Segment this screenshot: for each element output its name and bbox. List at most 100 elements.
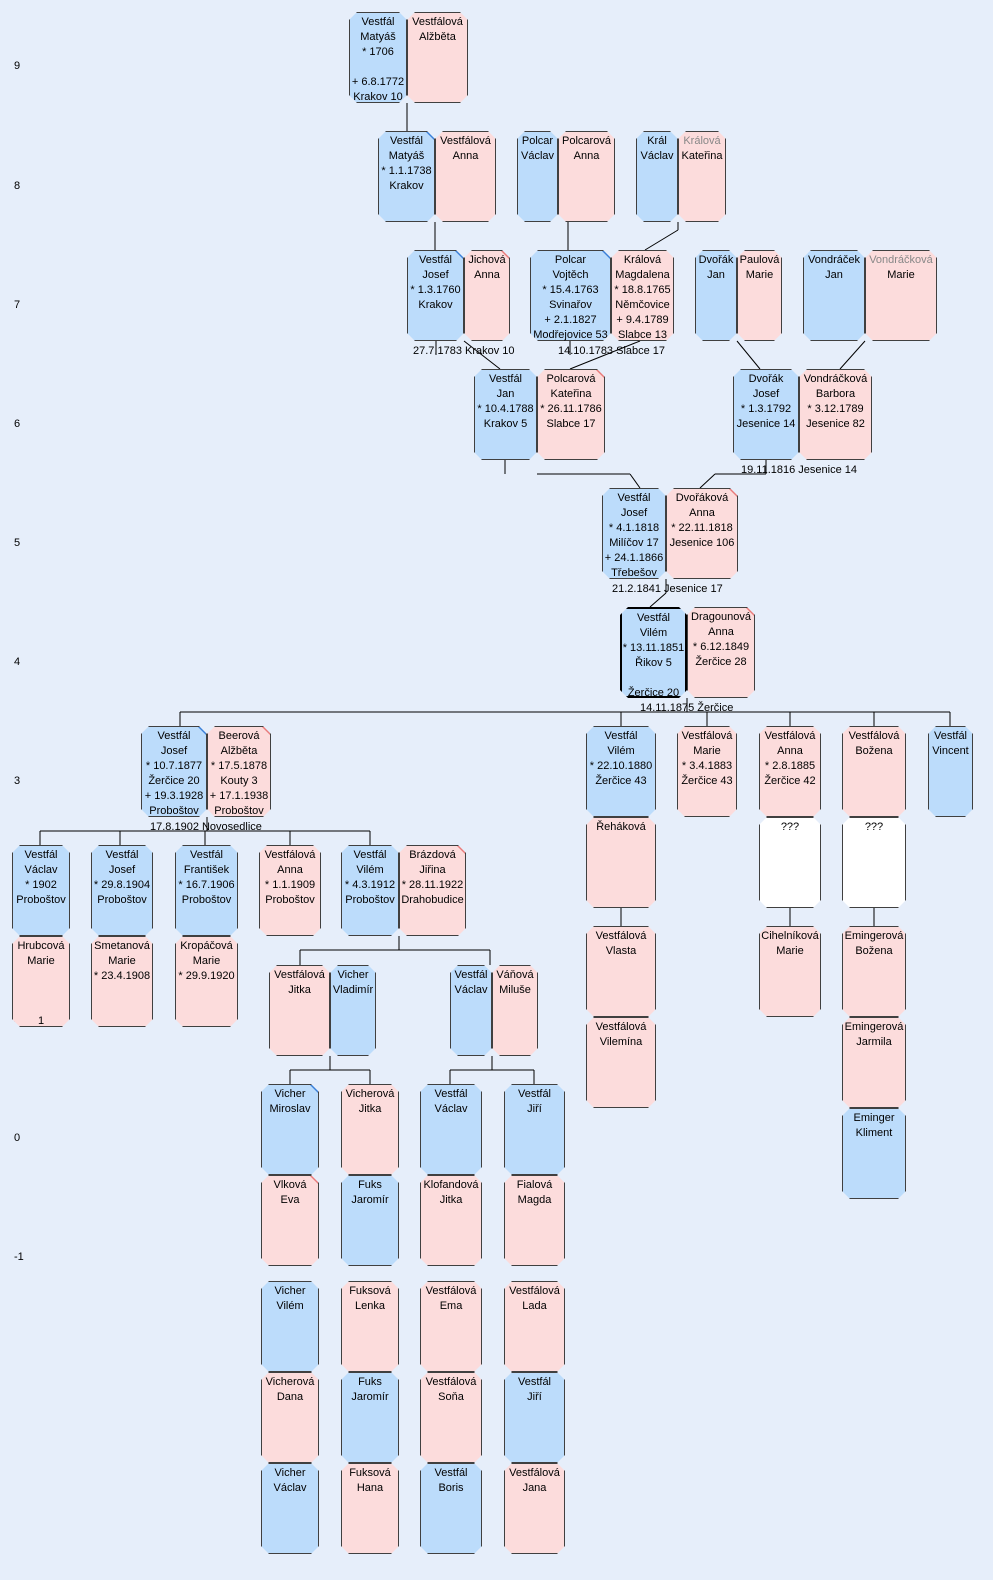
person-box-p33[interactable]: ??? — [842, 817, 906, 908]
person-line: Vlková — [273, 1179, 307, 1191]
person-line: František — [183, 864, 230, 876]
corner-marker-icon — [501, 251, 509, 259]
generation-label: -1 — [14, 1251, 24, 1263]
person-line: Jiřina — [419, 864, 446, 876]
person-line: Jiří — [527, 1391, 542, 1403]
person-line: Králová — [683, 135, 721, 147]
connector-line — [463, 340, 501, 370]
person-line: Fuks — [358, 1179, 382, 1191]
person-line: Vestfál — [353, 849, 387, 861]
person-line: Vlasta — [605, 945, 637, 957]
person-line: Vestfálová — [425, 1376, 477, 1388]
person-line: Ema — [439, 1300, 463, 1312]
generation-label: 5 — [14, 537, 21, 549]
person-line: Marie — [108, 955, 136, 967]
person-line: Brázdová — [409, 849, 456, 861]
person-line: Marie — [887, 269, 915, 281]
person-box-p28[interactable]: Řeháková — [586, 817, 656, 908]
person-line: Vestfál — [454, 969, 488, 981]
person-line: Proboštov — [149, 805, 199, 817]
connector-line — [699, 473, 716, 489]
person-line: * 4.3.1912 — [344, 879, 396, 891]
person-line: Vicher — [274, 1088, 306, 1100]
person-box-p31[interactable]: ??? — [759, 817, 821, 908]
